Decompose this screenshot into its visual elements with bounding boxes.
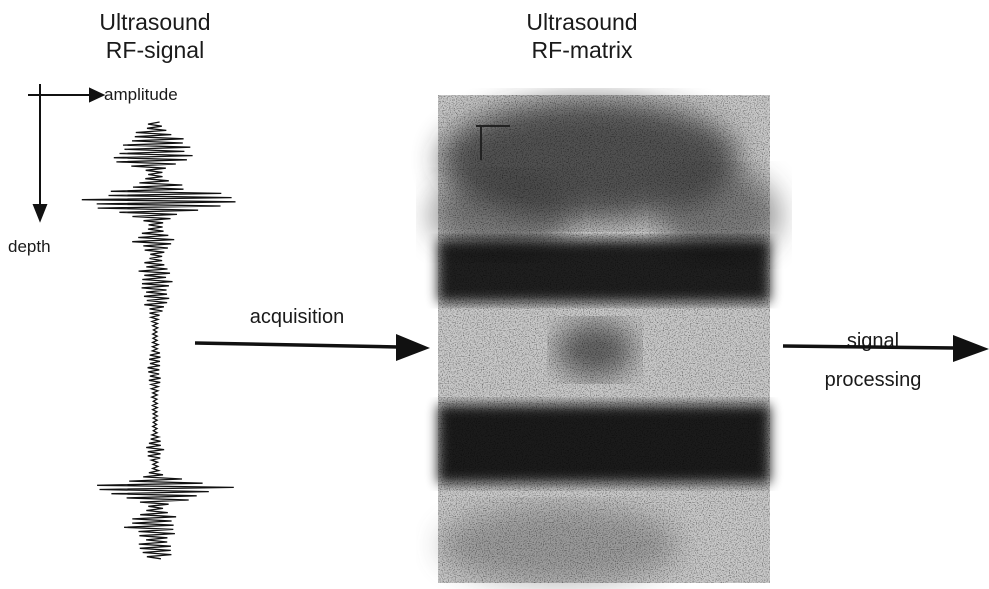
signal-processing-arrow	[782, 335, 989, 362]
depth-axis-label: depth	[8, 237, 51, 256]
rf-signal-waveform	[81, 121, 236, 560]
signal-processing-label-line2: processing	[824, 369, 922, 391]
rf-matrix-title-line1: Ultrasound	[526, 9, 638, 35]
depth-axis-arrow	[32, 84, 48, 223]
rf-signal-title-line1: Ultrasound	[99, 9, 211, 35]
rf-signal-path	[81, 121, 236, 560]
amplitude-axis-label: amplitude	[104, 85, 178, 104]
acquisition-arrow	[194, 334, 430, 361]
acquisition-label: acquisition	[249, 306, 345, 328]
rf-signal-title-line2: RF-signal	[105, 37, 205, 63]
amplitude-axis-arrow	[28, 87, 106, 103]
rf-matrix-image	[430, 95, 780, 585]
rf-matrix-title-line2: RF-matrix	[531, 37, 633, 63]
